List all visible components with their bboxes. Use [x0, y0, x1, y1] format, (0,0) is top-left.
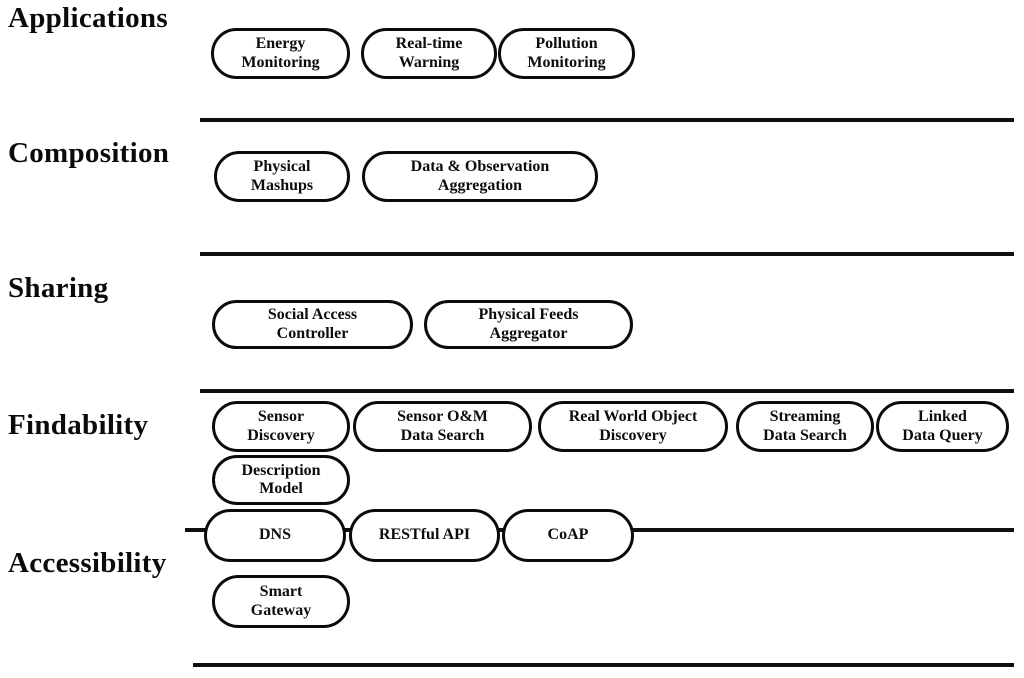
layer-label-findability: Findability	[8, 409, 149, 441]
divider-line-applications	[200, 118, 1014, 122]
divider-line-bottom	[193, 663, 1014, 667]
pill-smart-gateway: Smart Gateway	[212, 575, 350, 628]
pill-sensor-discovery: Sensor Discovery	[212, 401, 350, 452]
pill-social-access-controller: Social Access Controller	[212, 300, 413, 349]
pill-data-observation-aggregation: Data & Observation Aggregation	[362, 151, 598, 202]
pill-energy-monitoring: Energy Monitoring	[211, 28, 350, 79]
divider-line-sharing	[200, 389, 1014, 393]
pill-coap: CoAP	[502, 509, 634, 562]
pill-sensor-om-data-search: Sensor O&M Data Search	[353, 401, 532, 452]
pill-physical-feeds-aggregator: Physical Feeds Aggregator	[424, 300, 633, 349]
pill-restful-api: RESTful API	[349, 509, 500, 562]
pill-pollution-monitoring: Pollution Monitoring	[498, 28, 635, 79]
pill-real-world-object-discovery: Real World Object Discovery	[538, 401, 728, 452]
layer-label-applications: Applications	[8, 2, 168, 34]
pill-physical-mashups: Physical Mashups	[214, 151, 350, 202]
pill-streaming-data-search: Streaming Data Search	[736, 401, 874, 452]
pill-description-model: Description Model	[212, 455, 350, 505]
layer-label-sharing: Sharing	[8, 272, 109, 304]
pill-linked-data-query: Linked Data Query	[876, 401, 1009, 452]
pill-real-time-warning: Real-time Warning	[361, 28, 497, 79]
layer-label-composition: Composition	[8, 137, 170, 169]
pill-dns: DNS	[204, 509, 346, 562]
layer-label-accessibility: Accessibility	[8, 547, 167, 579]
divider-line-composition	[200, 252, 1014, 256]
